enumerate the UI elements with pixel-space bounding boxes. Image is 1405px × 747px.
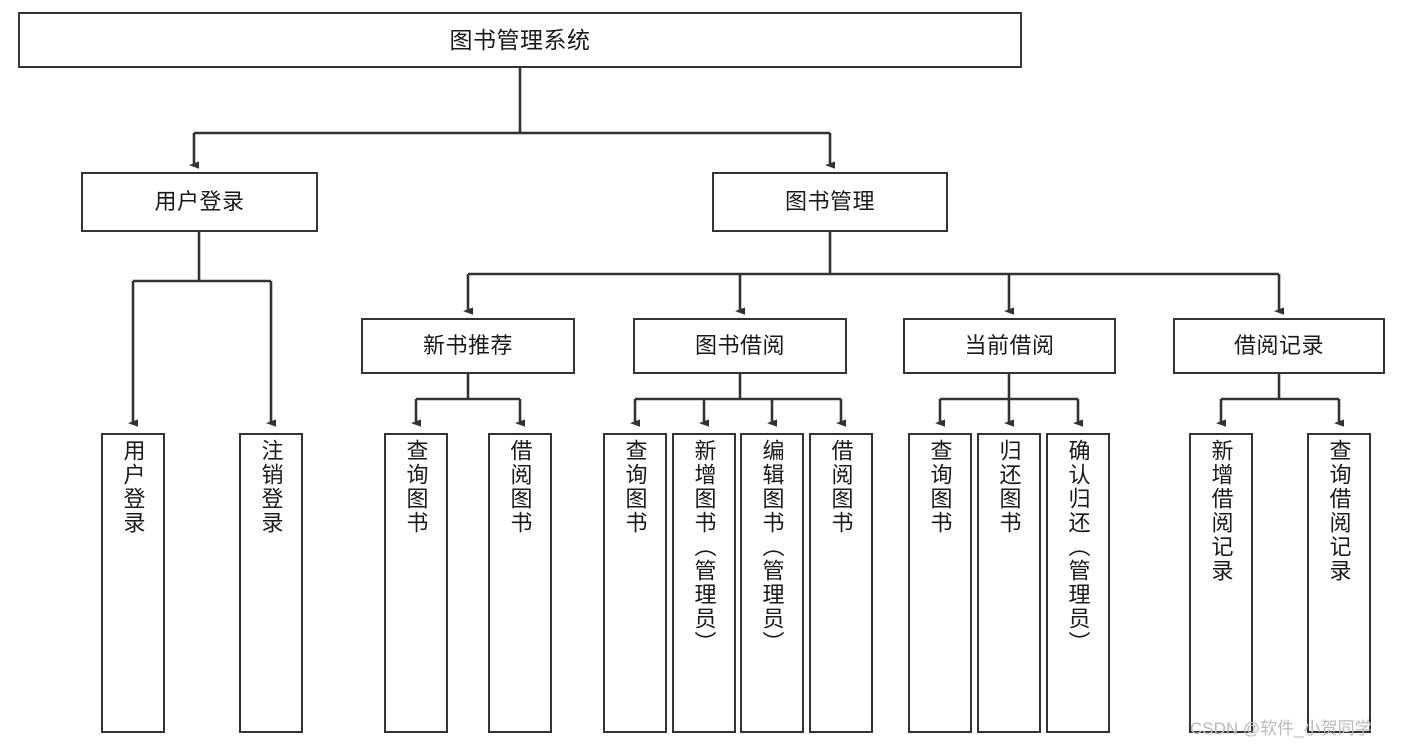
node-leaf-add-record-label: 新增借阅记录 [1208,439,1234,583]
node-current-borrow[interactable]: 当前借阅 [903,318,1116,374]
node-leaf-return-book-label: 归还图书 [996,439,1022,535]
node-new-book-recommend[interactable]: 新书推荐 [361,318,575,374]
node-leaf-query-book-1[interactable]: 查询图书 [384,433,448,733]
node-leaf-user-login-label: 用户登录 [120,439,146,535]
node-leaf-borrow-book-1-label: 借阅图书 [507,439,533,535]
node-current-borrow-label: 当前借阅 [964,333,1055,359]
node-book-borrow-label: 图书借阅 [694,333,785,359]
node-leaf-add-book-label: 新增图书（管理员） [691,439,717,655]
csdn-watermark: CSDN @软件_小贺同学 [1190,719,1372,738]
node-leaf-borrow-book-2[interactable]: 借阅图书 [809,433,873,733]
node-root-label: 图书管理系统 [449,26,591,53]
node-leaf-logout-login-label: 注销登录 [258,439,284,535]
node-leaf-add-record[interactable]: 新增借阅记录 [1189,433,1253,733]
node-borrow-record-label: 借阅记录 [1233,333,1324,359]
node-leaf-query-book-2[interactable]: 查询图书 [603,433,667,733]
node-root-library-system[interactable]: 图书管理系统 [18,12,1022,68]
node-user-login[interactable]: 用户登录 [81,172,318,232]
node-leaf-query-book-1-label: 查询图书 [403,439,429,535]
node-leaf-confirm-return-label: 确认归还（管理员） [1065,439,1091,655]
node-borrow-record[interactable]: 借阅记录 [1173,318,1385,374]
node-leaf-confirm-return[interactable]: 确认归还（管理员） [1046,433,1110,733]
node-new-book-recommend-label: 新书推荐 [422,333,513,359]
node-book-management[interactable]: 图书管理 [712,172,948,232]
node-leaf-query-record[interactable]: 查询借阅记录 [1307,433,1371,733]
node-leaf-borrow-book-2-label: 借阅图书 [828,439,854,535]
node-user-login-label: 用户登录 [154,189,245,215]
node-leaf-add-book[interactable]: 新增图书（管理员） [672,433,736,733]
node-leaf-user-login[interactable]: 用户登录 [101,433,165,733]
node-book-borrow[interactable]: 图书借阅 [633,318,847,374]
node-leaf-return-book[interactable]: 归还图书 [977,433,1041,733]
node-leaf-logout-login[interactable]: 注销登录 [239,433,303,733]
node-leaf-query-record-label: 查询借阅记录 [1326,439,1352,583]
node-leaf-edit-book[interactable]: 编辑图书（管理员） [740,433,804,733]
node-leaf-query-book-3[interactable]: 查询图书 [908,433,972,733]
node-leaf-query-book-2-label: 查询图书 [622,439,648,535]
node-leaf-query-book-3-label: 查询图书 [927,439,953,535]
node-book-management-label: 图书管理 [784,189,875,215]
node-leaf-edit-book-label: 编辑图书（管理员） [759,439,785,655]
node-leaf-borrow-book-1[interactable]: 借阅图书 [488,433,552,733]
